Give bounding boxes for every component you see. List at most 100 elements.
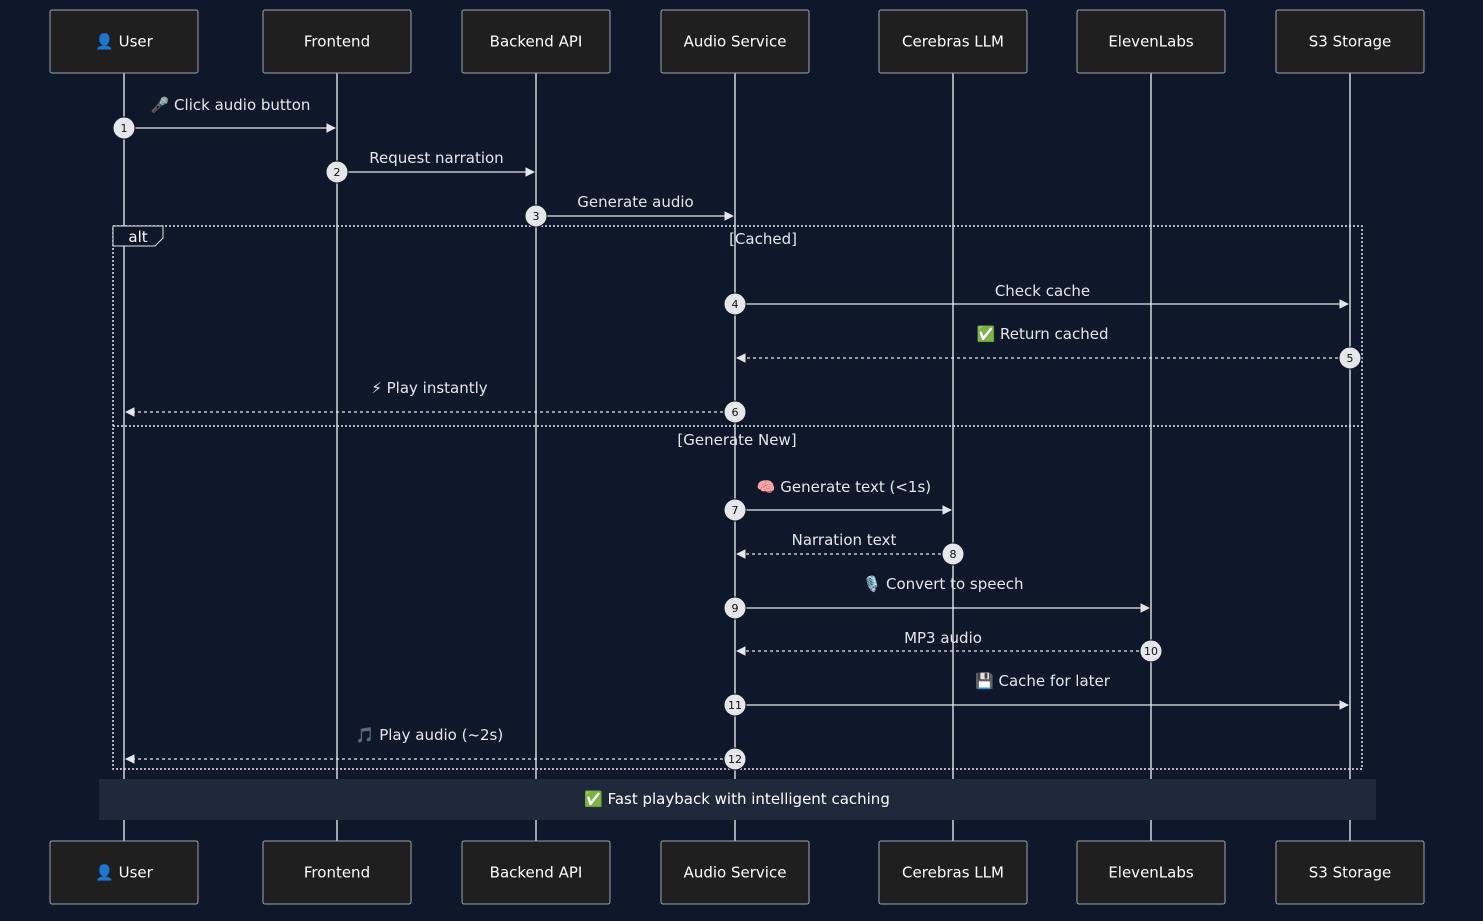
message-label: Check cache [995,282,1090,300]
note-box [99,779,1376,820]
sequence-number: 11 [728,699,742,712]
actor-elevenlabs-bottom: ElevenLabs [1076,840,1226,905]
note-layer: ✅ Fast playback with intelligent caching [99,779,1376,820]
message-label: MP3 audio [904,629,982,647]
message-label: 🎵 Play audio (~2s) [356,726,503,744]
actor-audio-top: Audio Service [660,9,810,74]
sequence-number-badge [723,292,747,316]
sequence-number-badge [723,747,747,771]
message-11: 💾 Cache for later 11 [723,672,1349,717]
actor-label: Cerebras LLM [902,33,1004,51]
message-label: Narration text [792,531,897,549]
message-label: Request narration [369,149,503,167]
actor-label: Cerebras LLM [902,864,1004,882]
actor-label: 👤 User [95,864,153,882]
actor-backend-bottom: Backend API [461,840,611,905]
message-label: 🎤 Click audio button [151,95,311,114]
sequence-number: 8 [950,548,957,561]
actor-label: Audio Service [684,864,787,882]
sequence-number-badge [1139,639,1163,663]
actor-label: 👤 User [95,33,153,51]
lifelines [123,73,1351,841]
message-6: ⚡ Play instantly 6 [125,379,747,424]
actor-label: Backend API [490,864,583,882]
message-label: Generate audio [577,193,693,211]
message-1: 🎤 Click audio button 1 [112,95,336,140]
message-7: 🧠 Generate text (<1s) 7 [723,478,952,522]
sequence-number: 10 [1144,645,1158,658]
sequence-number-badge [325,160,349,184]
actor-label: Frontend [304,33,370,51]
actor-elevenlabs-top: ElevenLabs [1076,9,1226,74]
alt-label: alt [128,228,147,246]
actor-user-top: 👤 User [49,9,199,74]
sequence-number: 3 [533,210,540,223]
actor-backend-top: Backend API [461,9,611,74]
actor-label: ElevenLabs [1108,33,1194,51]
alt-label-box [112,225,164,247]
note-text: ✅ Fast playback with intelligent caching [584,790,890,808]
message-4: Check cache 4 [723,282,1349,316]
actor-box [1076,840,1226,905]
alt-condition-2: [Generate New] [677,431,796,449]
sequence-number: 1 [121,122,128,135]
actor-frontend-top: Frontend [262,9,412,74]
sequence-number: 9 [732,602,739,615]
sequence-number: 12 [728,753,742,766]
message-label: ✅ Return cached [977,325,1109,343]
message-label: 💾 Cache for later [975,672,1111,690]
actor-s3-top: S3 Storage [1275,9,1425,74]
message-label: 🧠 Generate text (<1s) [757,478,931,496]
actor-audio-bottom: Audio Service [660,840,810,905]
sequence-number-badge [723,596,747,620]
message-3: Generate audio 3 [524,193,734,228]
sequence-number-badge [112,116,136,140]
actor-box [461,9,611,74]
actor-box [878,9,1028,74]
message-label: 🎙️ Convert to speech [863,575,1024,593]
actor-user-bottom: 👤 User [49,840,199,905]
actor-box [1275,840,1425,905]
actor-box [1076,9,1226,74]
actor-frontend-bottom: Frontend [262,840,412,905]
sequence-number-badge [1338,346,1362,370]
sequence-number: 5 [1347,352,1354,365]
actor-label: Frontend [304,864,370,882]
actor-cerebras-bottom: Cerebras LLM [878,840,1028,905]
alt-condition-1: [Cached] [729,230,797,248]
message-2: Request narration 2 [325,149,535,184]
message-label: ⚡ Play instantly [371,379,487,397]
actor-box [1275,9,1425,74]
sequence-number: 6 [732,406,739,419]
actor-box [262,9,412,74]
actor-box [878,840,1028,905]
actor-label: Audio Service [684,33,787,51]
sequence-number-badge [723,400,747,424]
actor-label: Backend API [490,33,583,51]
actor-label: S3 Storage [1309,864,1392,882]
actor-box [660,840,810,905]
sequence-number: 4 [732,298,739,311]
actor-label: ElevenLabs [1108,864,1194,882]
actor-box [49,840,199,905]
actor-cerebras-top: Cerebras LLM [878,9,1028,74]
sequence-number-badge [941,542,965,566]
message-12: 🎵 Play audio (~2s) 12 [125,726,747,771]
sequence-number-badge [723,693,747,717]
actor-box [49,9,199,74]
message-9: 🎙️ Convert to speech 9 [723,575,1150,620]
actor-box [262,840,412,905]
sequence-number: 2 [334,166,341,179]
alt-frame-group: alt [Cached] [Generate New] [112,225,1363,770]
actor-box [461,840,611,905]
message-10: MP3 audio 10 [736,629,1163,663]
sequence-number-badge [524,204,548,228]
actor-s3-bottom: S3 Storage [1275,840,1425,905]
message-5: ✅ Return cached 5 [736,325,1362,370]
sequence-number: 7 [732,504,739,517]
actor-label: S3 Storage [1309,33,1392,51]
sequence-number-badge [723,498,747,522]
